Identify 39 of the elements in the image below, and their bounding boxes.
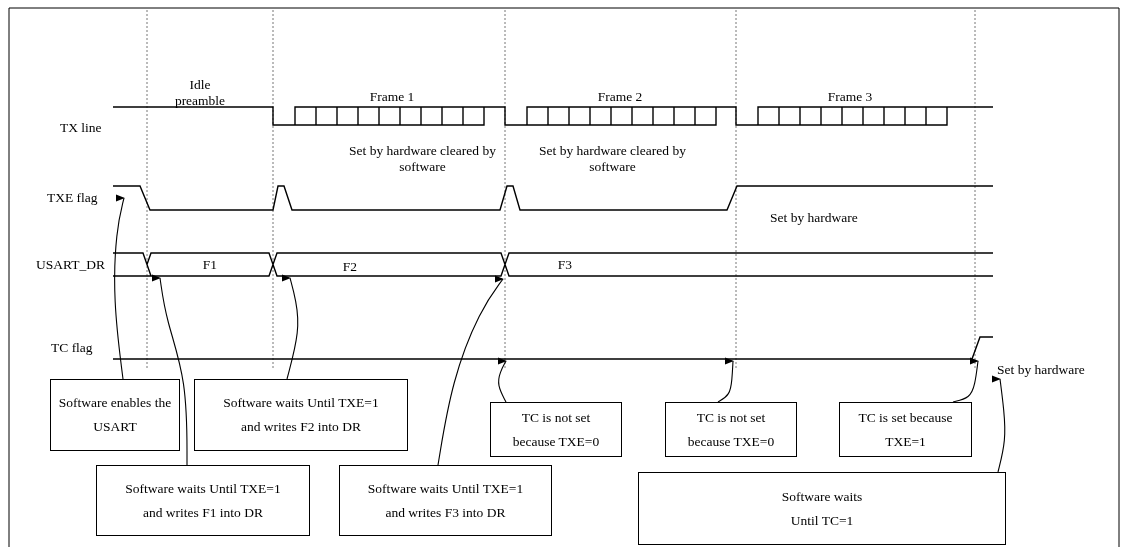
callout-arrow: [114, 197, 126, 380]
flag-note: Set by hardware cleared by software: [538, 143, 687, 176]
signal-name: TXE flag: [47, 190, 99, 207]
signal-name: TX line: [60, 120, 103, 137]
callout-box: [96, 465, 310, 536]
callout-text: Software waits Until TC=1: [780, 487, 864, 530]
usart-dr-bus-waveform: [112, 252, 994, 277]
flag-note: Set by hardware: [997, 362, 1102, 379]
callout-box: [638, 472, 1006, 545]
data-frame-label: F1: [201, 257, 219, 274]
callout-text: Software waits Until TXE=1 and writes F1 into DR: [124, 479, 282, 522]
callout-box: [339, 465, 552, 536]
tc-flag-waveform: [112, 336, 994, 360]
callout-text: Software waits Until TXE=1 and writes F2 into DR: [222, 394, 380, 436]
flag-note: Set by hardware cleared by software: [348, 143, 497, 176]
callout-box: [194, 379, 408, 451]
callout-box: [839, 402, 972, 457]
data-frame-label: F2: [341, 259, 359, 276]
callout-text: Software waits Until TXE=1 and writes F3 into DR: [366, 479, 525, 522]
callout-text: TC is set because TXE=1: [857, 408, 954, 451]
callout-arrow: [437, 278, 504, 466]
txe-flag-waveform: [112, 185, 994, 211]
callout-arrow: [952, 360, 981, 403]
callout-box: [50, 379, 180, 451]
callout-arrow: [717, 360, 737, 403]
frame-label: Frame 3: [826, 89, 874, 106]
period-label: Idle preamble: [173, 77, 227, 110]
callout-arrow: [498, 360, 507, 403]
callout-box: [665, 402, 797, 457]
frame-label: Frame 1: [368, 89, 416, 106]
signal-name: USART_DR: [36, 257, 106, 274]
callout-text: TC is not set because TXE=0: [511, 408, 601, 451]
data-frame-label: F3: [556, 257, 574, 274]
signal-name: TC flag: [51, 340, 94, 357]
callout-box: [490, 402, 622, 457]
flag-note: Set by hardware: [770, 210, 859, 227]
callout-text: Software enables the USART: [57, 394, 173, 436]
callout-text: TC is not set because TXE=0: [686, 408, 776, 451]
frame-label: Frame 2: [596, 89, 644, 106]
